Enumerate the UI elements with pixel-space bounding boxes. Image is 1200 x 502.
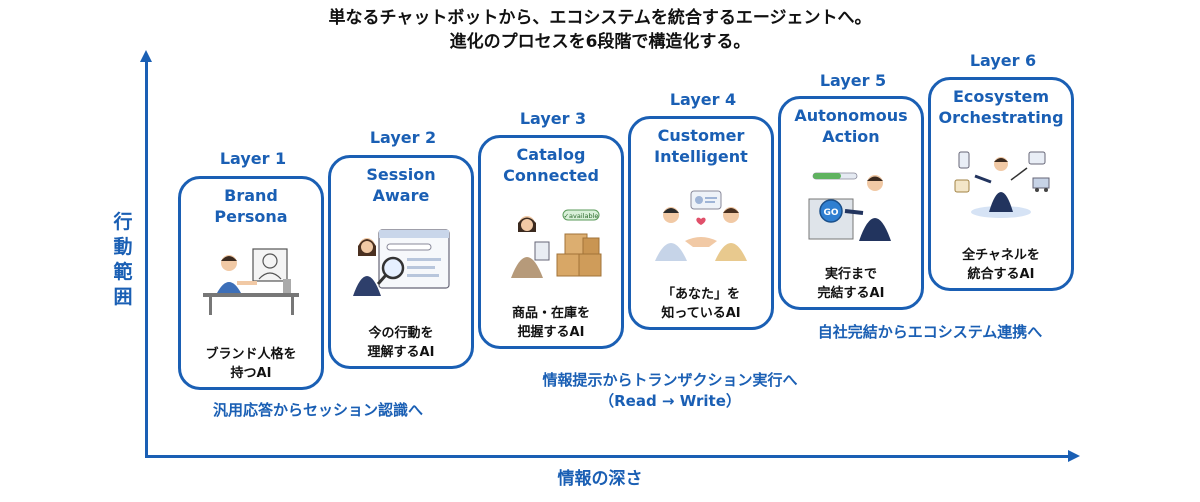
inventory-boxes-illustration: ✓available	[511, 209, 602, 278]
layer-6-description: 全チャネルを 統合するAI	[962, 248, 1040, 282]
x-axis-line	[145, 455, 1070, 458]
stage-3-caption: 自社完結からエコシステム連携へ	[817, 323, 1043, 341]
layer-1-description: ブランド人格を 持つAI	[205, 347, 297, 381]
layer-4-label: Layer 4	[669, 90, 737, 109]
stage-2-caption: 情報提示からトランザクション実行へ （Read → Write）	[542, 371, 798, 410]
x-axis-arrow-icon	[1068, 450, 1080, 462]
headline-line-2: 進化のプロセスを6段階で構造化する。	[449, 32, 751, 52]
orchestrator-illustration	[954, 151, 1050, 218]
layer-3-card: Catalog Connected ✓available 商品・在庫を 把握する…	[478, 135, 624, 349]
handshake-illustration	[655, 190, 747, 261]
layer-5-title: Autonomous Action	[794, 106, 908, 146]
layer-2-label: Layer 2	[369, 128, 437, 147]
magnifier-browser-illustration	[353, 229, 450, 296]
headline-line-1: 単なるチャットボットから、エコシステムを統合するエージェントへ。	[328, 8, 872, 28]
layer-3-available-tag: ✓available	[564, 212, 599, 220]
y-axis-label: 行動範囲	[113, 211, 133, 308]
layer-6-card: Ecosystem Orchestrating 全チャネルを 統合するAI	[928, 77, 1074, 291]
layer-1-label: Layer 1	[219, 149, 287, 168]
layer-2-title: Session Aware	[366, 165, 436, 205]
layer-4-description: 「あなた」を 知っているAI	[661, 287, 741, 321]
designer-desk-illustration	[203, 248, 299, 315]
layer-6-title: Ecosystem Orchestrating	[938, 87, 1064, 127]
layer-5-card: Autonomous Action GO 実行まで 完結するAI	[778, 96, 924, 310]
layer-5-label: Layer 5	[819, 71, 887, 90]
layer-2-description: 今の行動を 理解するAI	[367, 326, 435, 360]
layer-1-card: Brand Persona ブランド人格を 持つAI	[178, 176, 324, 390]
stage-1-caption: 汎用応答からセッション認識へ	[212, 401, 423, 419]
go-button-illustration: GO	[808, 172, 891, 241]
layer-2-card: Session Aware 今の行動を 理解するAI	[328, 155, 474, 369]
layer-4-card: Customer Intelligent 「あなた」を 知っているAI	[628, 116, 774, 330]
x-axis-label: 情報の深さ	[557, 469, 643, 489]
layer-4-title: Customer Intelligent	[654, 126, 748, 166]
layer-3-description: 商品・在庫を 把握するAI	[511, 306, 590, 340]
layer-5-description: 実行まで 完結するAI	[817, 267, 885, 301]
layer-3-title: Catalog Connected	[503, 145, 599, 185]
y-axis-line	[145, 60, 148, 458]
layer-5-go-button-text: GO	[823, 208, 838, 218]
layer-3-label: Layer 3	[519, 109, 587, 128]
layer-6-label: Layer 6	[969, 51, 1037, 70]
y-axis-arrow-icon	[140, 50, 152, 62]
layer-1-title: Brand Persona	[214, 186, 288, 226]
